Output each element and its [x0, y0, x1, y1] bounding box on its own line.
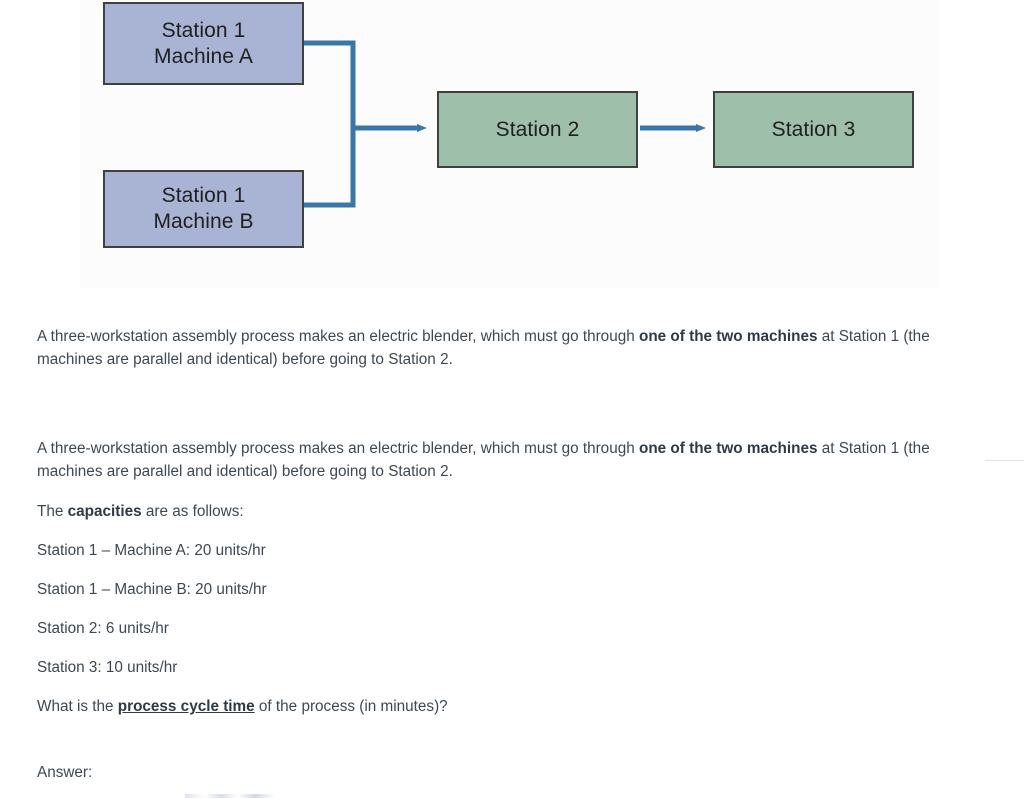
paragraph-gap	[37, 562, 959, 578]
node-label-line-2: Machine A	[154, 44, 253, 68]
paragraph-gap	[37, 601, 959, 617]
intro-1-part2: at Station 1 (the machines are parallel …	[37, 328, 930, 368]
intro-2-part2: at Station 1 (the machines are parallel …	[37, 440, 930, 480]
bottom-clipped-content	[185, 794, 275, 798]
page-edge-rule	[985, 460, 1024, 461]
node-label-line-1: Station 1	[161, 18, 246, 42]
node-label-line-1: Station 3	[771, 117, 856, 141]
node-station2: Station 2	[437, 91, 638, 168]
node-label-line-1: Station 1	[161, 184, 246, 208]
paragraph-gap	[37, 679, 959, 695]
node-station1-machine-b: Station 1 Machine B	[103, 170, 304, 248]
capacity-line: Station 2: 6 units/hr	[37, 620, 169, 637]
question-emphasis: process cycle time	[117, 698, 255, 715]
node-station1-machine-a: Station 1 Machine A	[103, 2, 304, 85]
question-body: A three-workstation assembly process mak…	[37, 325, 959, 718]
intro-1-emphasis: one of the two machines	[638, 328, 818, 345]
diagram-connectors	[304, 40, 706, 208]
edge-machines-to-station2	[304, 40, 427, 208]
paragraph-gap	[37, 371, 959, 437]
capacities-heading-emphasis: capacities	[67, 503, 142, 520]
capacity-line: Station 3: 10 units/hr	[37, 659, 178, 676]
node-label-line-1: Station 2	[495, 117, 580, 141]
intro-2-emphasis: one of the two machines	[638, 440, 818, 457]
process-flow-diagram: Station 1 Machine A Station 1 Machine B …	[0, 0, 1024, 300]
capacities-heading-part2: are as follows:	[141, 503, 244, 520]
paragraph-gap	[37, 640, 959, 656]
intro-1-part1: A three-workstation assembly process mak…	[37, 328, 639, 345]
paragraph-gap	[37, 523, 959, 539]
question-prompt: What is the process cycle time of the pr…	[37, 695, 959, 718]
intro-2-part1: A three-workstation assembly process mak…	[37, 440, 639, 457]
capacity-line: Station 1 – Machine A: 20 units/hr	[37, 542, 266, 559]
answer-label: Answer:	[37, 764, 93, 781]
question-part1: What is the	[37, 698, 118, 715]
intro-paragraph-1: A three-workstation assembly process mak…	[37, 325, 959, 371]
capacities-heading: The capacities are as follows:	[37, 500, 959, 523]
capacity-line: Station 1 – Machine B: 20 units/hr	[37, 581, 267, 598]
capacities-heading-part1: The	[37, 503, 68, 520]
node-station3: Station 3	[713, 91, 914, 168]
paragraph-gap	[37, 483, 959, 500]
question-part2: of the process (in minutes)?	[254, 698, 448, 715]
intro-paragraph-2: A three-workstation assembly process mak…	[37, 437, 959, 483]
node-label-line-2: Machine B	[153, 210, 254, 233]
